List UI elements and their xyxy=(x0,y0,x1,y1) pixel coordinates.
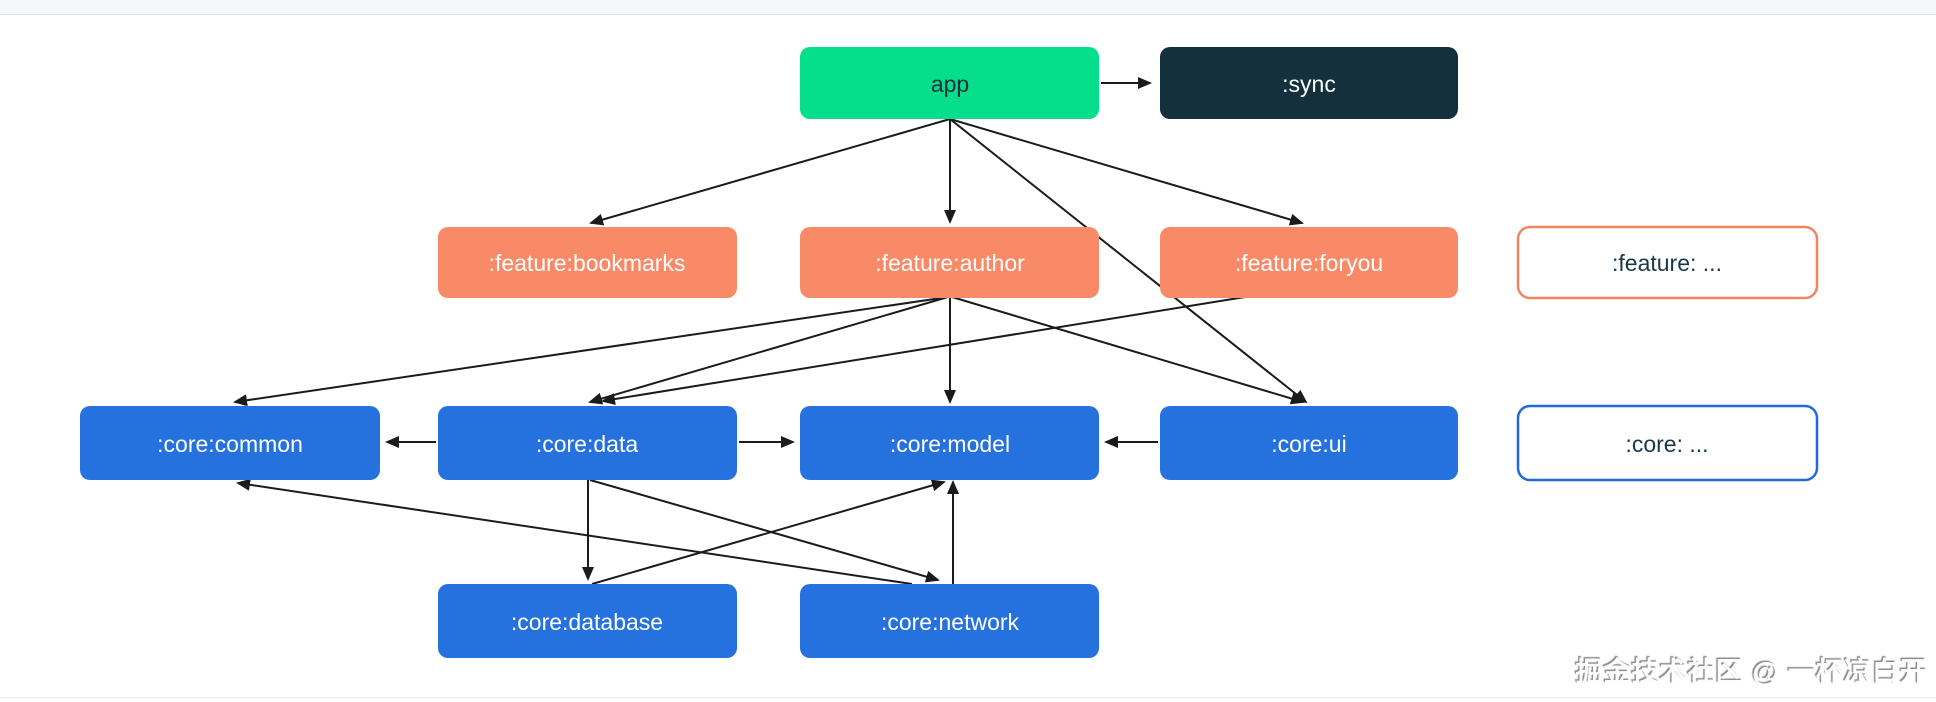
edge-author-to-core-ui xyxy=(951,296,1305,405)
nodes-layer: app :sync :feature:bookmarks :feature:au… xyxy=(80,47,1819,658)
edge-author-to-core-common xyxy=(233,296,949,407)
node-sync-label: :sync xyxy=(1282,71,1336,97)
edge-data-to-core-network xyxy=(589,479,940,583)
node-core-placeholder: :core: ... xyxy=(1516,404,1819,482)
node-sync: :sync xyxy=(1160,47,1458,119)
node-core-data: :core:data xyxy=(438,406,737,480)
node-feature-placeholder: :feature: ... xyxy=(1516,225,1819,300)
node-core-model-label: :core:model xyxy=(890,431,1010,457)
edge-database-to-core-model xyxy=(591,479,946,585)
node-core-common: :core:common xyxy=(80,406,380,480)
node-core-ui: :core:ui xyxy=(1160,406,1458,480)
node-feature-author: :feature:author xyxy=(800,227,1099,298)
node-feature-author-label: :feature:author xyxy=(875,250,1025,276)
node-core-network-label: :core:network xyxy=(881,609,1020,635)
node-feature-bookmarks: :feature:bookmarks xyxy=(438,227,737,298)
node-feature-foryou-label: :feature:foryou xyxy=(1235,250,1383,276)
node-feature-bookmarks-label: :feature:bookmarks xyxy=(489,250,686,276)
edge-app-to-core-ui xyxy=(949,118,1308,404)
node-feature-foryou: :feature:foryou xyxy=(1160,227,1458,298)
edge-network-to-core-common xyxy=(236,478,913,585)
edge-author-to-core-data xyxy=(588,296,949,405)
edges-layer xyxy=(233,77,1308,585)
node-core-ui-label: :core:ui xyxy=(1271,431,1346,457)
node-core-common-label: :core:common xyxy=(157,431,303,457)
browser-top-strip xyxy=(0,0,1936,15)
edge-app-to-feature-foryou xyxy=(949,118,1304,226)
node-core-database-label: :core:database xyxy=(511,609,663,635)
node-core-placeholder-label: :core: ... xyxy=(1625,431,1708,457)
node-core-database: :core:database xyxy=(438,584,737,658)
node-core-network: :core:network xyxy=(800,584,1099,658)
node-feature-placeholder-label: :feature: ... xyxy=(1612,250,1722,276)
node-core-model: :core:model xyxy=(800,406,1099,480)
node-app-label: app xyxy=(931,71,969,97)
page-bottom-divider xyxy=(0,697,1936,698)
watermark-text: 掘金技术社区 @ 一杯凉白开 xyxy=(1575,657,1928,687)
edge-foryou-to-core-data xyxy=(601,296,1246,406)
node-core-data-label: :core:data xyxy=(536,431,638,457)
edge-app-to-feature-bookmarks xyxy=(589,118,951,226)
node-app: app xyxy=(800,47,1099,119)
